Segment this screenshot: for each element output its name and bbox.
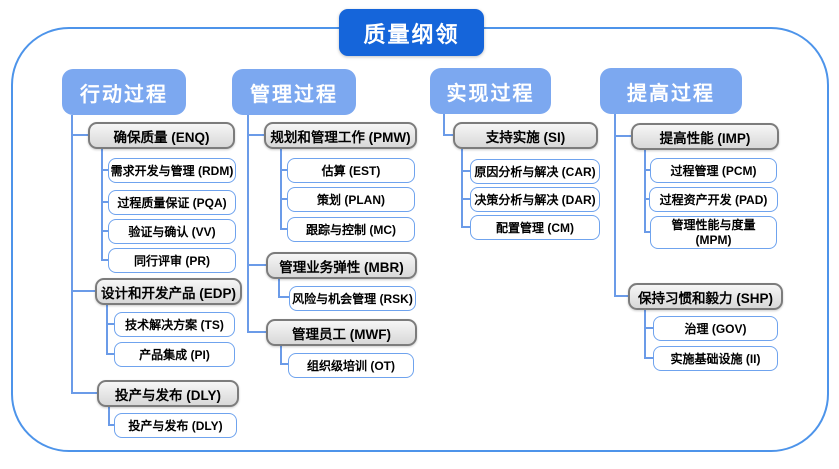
connector-line <box>71 115 73 393</box>
node-mwf: 管理员工 (MWF) <box>266 319 417 346</box>
connector-line <box>614 114 616 297</box>
connector-line <box>614 295 628 297</box>
connector-line <box>247 264 266 266</box>
connector-line <box>443 134 453 136</box>
connector-line <box>101 230 108 232</box>
connector-line <box>108 407 110 426</box>
connector-line <box>106 305 108 355</box>
connector-line <box>247 134 264 136</box>
connector-line <box>644 150 646 232</box>
node-shp: 保持习惯和毅力 (SHP) <box>628 283 783 310</box>
connector-line <box>280 149 282 230</box>
node-pqa: 过程质量保证 (PQA) <box>108 190 236 215</box>
connector-line <box>101 169 108 171</box>
connector-line <box>644 310 646 359</box>
connector-line <box>644 198 650 200</box>
node-gov: 治理 (GOV) <box>653 316 778 341</box>
node-car: 原因分析与解决 (CAR) <box>470 159 600 184</box>
node-vv: 验证与确认 (VV) <box>108 219 236 244</box>
connector-line <box>71 290 95 292</box>
node-mpm: 管理性能与度量 (MPM) <box>650 216 777 249</box>
connector-line <box>101 201 108 203</box>
node-pr: 同行评审 (PR) <box>108 248 236 273</box>
connector-line <box>461 149 463 228</box>
connector-line <box>280 198 287 200</box>
connector-line <box>247 331 266 333</box>
node-est: 估算 (EST) <box>287 158 415 183</box>
node-mc: 跟踪与控制 (MC) <box>287 217 415 242</box>
node-ts: 技术解决方案 (TS) <box>114 312 235 337</box>
node-ii: 实施基础设施 (II) <box>653 346 778 371</box>
diagram-title: 质量纲领 <box>339 9 484 56</box>
node-dly: 投产与发布 (DLY) <box>97 380 239 407</box>
node-pad: 过程资产开发 (PAD) <box>649 187 778 212</box>
connector-line <box>644 231 650 233</box>
node-mbr: 管理业务弹性 (MBR) <box>266 252 417 279</box>
connector-line <box>101 149 103 261</box>
connector-line <box>108 424 114 426</box>
connector-line <box>644 327 653 329</box>
connector-line <box>280 228 287 230</box>
node-pcm: 过程管理 (PCM) <box>650 158 777 183</box>
connector-line <box>461 170 470 172</box>
node-cm: 配置管理 (CM) <box>470 215 600 240</box>
node-pmw: 规划和管理工作 (PMW) <box>264 122 417 149</box>
connector-line <box>106 323 114 325</box>
node-rdm: 需求开发与管理 (RDM) <box>108 158 236 183</box>
connector-line <box>280 363 288 365</box>
column-header-management-process: 管理过程 <box>232 69 356 115</box>
node-plan: 策划 (PLAN) <box>287 187 415 212</box>
connector-line <box>278 296 289 298</box>
node-imp: 提高性能 (IMP) <box>631 123 779 150</box>
column-header-improvement-process: 提高过程 <box>600 68 742 114</box>
node-rsk: 风险与机会管理 (RSK) <box>289 286 416 311</box>
connector-line <box>443 112 445 136</box>
connector-line <box>461 198 470 200</box>
connector-line <box>71 392 97 394</box>
node-dly-child: 投产与发布 (DLY) <box>114 413 237 438</box>
connector-line <box>106 353 114 355</box>
connector-line <box>614 135 631 137</box>
connector-line <box>280 169 287 171</box>
node-enq: 确保质量 (ENQ) <box>88 122 235 149</box>
connector-line <box>71 134 88 136</box>
node-si: 支持实施 (SI) <box>453 122 598 149</box>
connector-line <box>644 169 650 171</box>
connector-line <box>247 115 249 333</box>
node-dar: 决策分析与解决 (DAR) <box>470 187 600 212</box>
node-pi: 产品集成 (PI) <box>114 342 235 367</box>
node-ot: 组织级培训 (OT) <box>288 353 414 378</box>
connector-line <box>280 346 282 365</box>
column-header-implementation-process: 实现过程 <box>430 68 551 114</box>
node-edp: 设计和开发产品 (EDP) <box>95 278 242 305</box>
connector-line <box>644 357 653 359</box>
column-header-action-process: 行动过程 <box>62 69 186 115</box>
connector-line <box>101 259 108 261</box>
connector-line <box>461 226 470 228</box>
connector-line <box>278 279 280 298</box>
